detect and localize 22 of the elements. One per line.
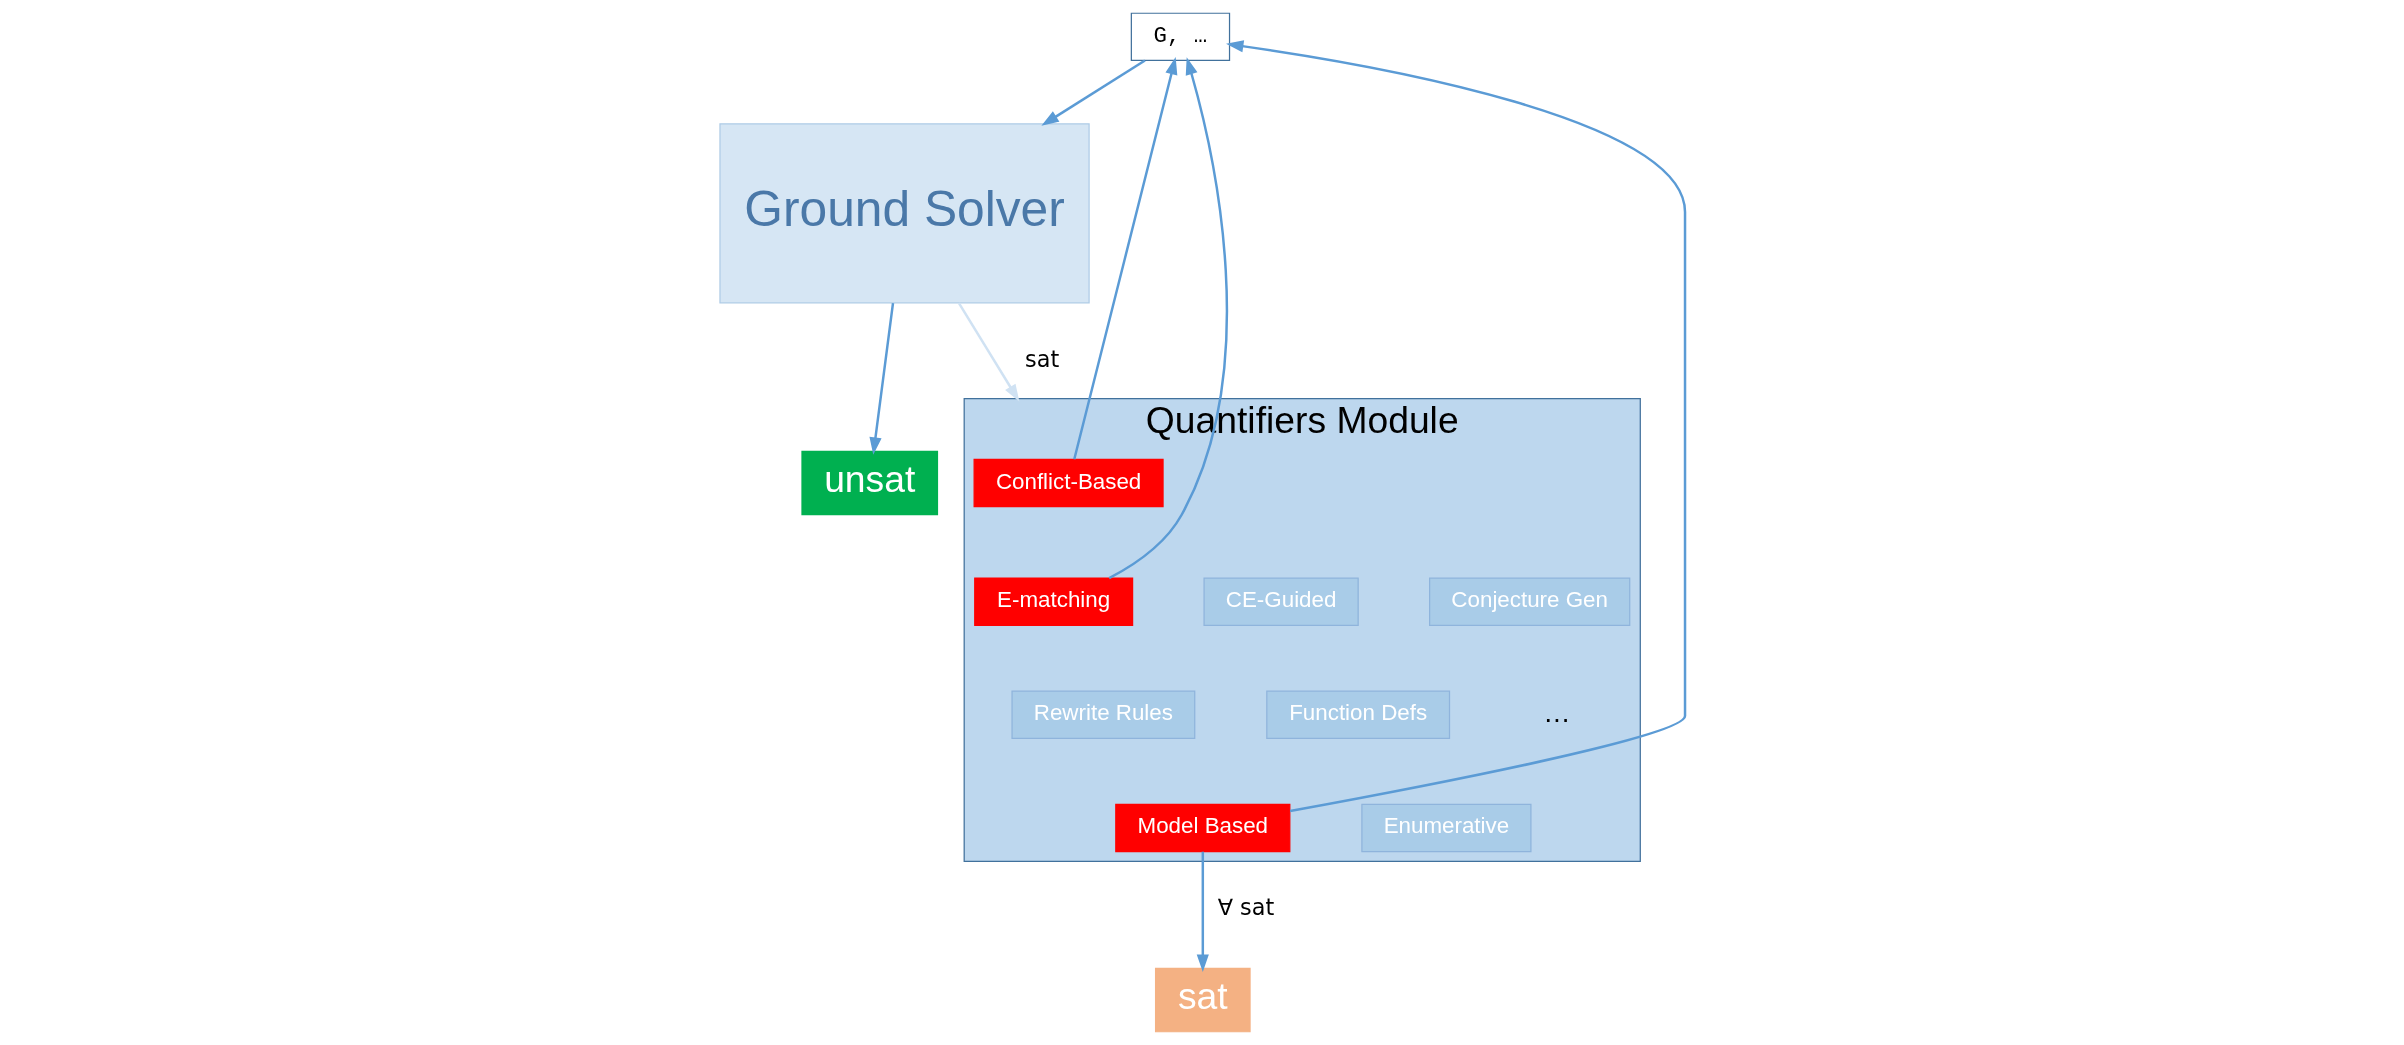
node-box: Conflict-Based (973, 458, 1164, 508)
node-box: Rewrite Rules (1010, 690, 1195, 740)
arrow (1225, 40, 1686, 813)
edge-label: sat (1024, 345, 1059, 372)
arrow (868, 303, 894, 455)
edge-label: ∀ sat (1217, 894, 1274, 921)
node-box: Model Based (1114, 803, 1290, 853)
node-box: Enumerative (1360, 803, 1532, 853)
node-box: unsat (800, 450, 938, 516)
node-box: E-matching (973, 577, 1133, 626)
arrow (1072, 57, 1177, 460)
node-box: Ground Solver (718, 123, 1090, 304)
label: … (1542, 696, 1571, 728)
arrow (957, 302, 1019, 402)
node-box: CE-Guided (1202, 577, 1359, 626)
node-box: sat (1154, 967, 1251, 1033)
node-box: G, … (1130, 12, 1230, 62)
arrow (1108, 57, 1228, 580)
node-box: Conjecture Gen (1428, 577, 1630, 626)
arrow (1196, 851, 1209, 972)
arrow (1040, 59, 1146, 126)
node-box: Function Defs (1265, 690, 1450, 740)
